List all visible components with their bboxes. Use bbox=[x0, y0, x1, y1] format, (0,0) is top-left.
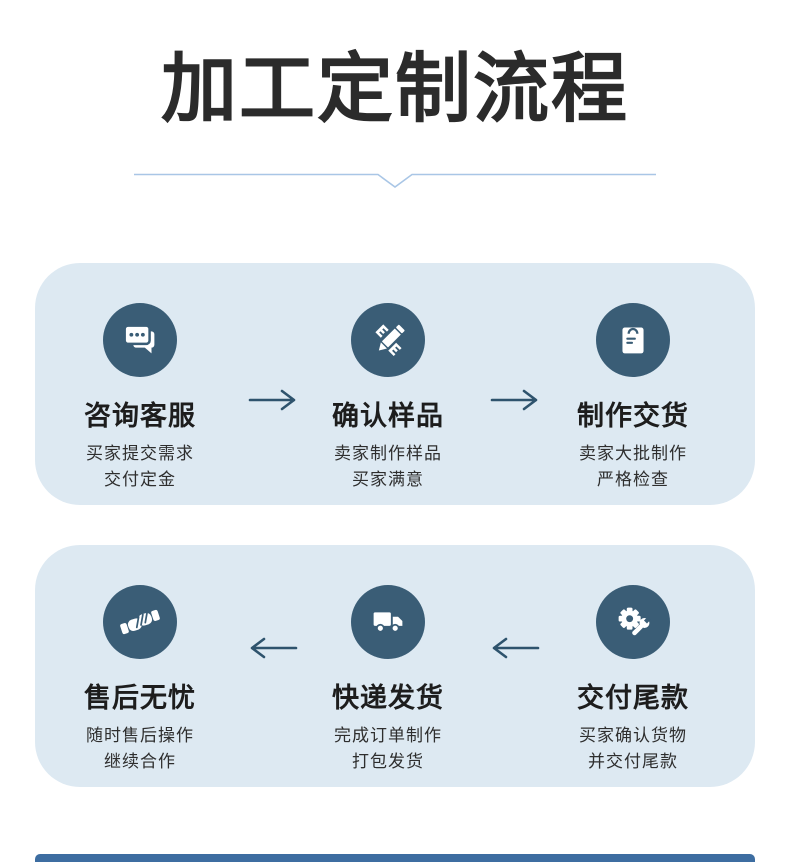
step-production-delivery: 制作交货 卖家大批制作 严格检查 bbox=[528, 263, 738, 493]
step-consult-service: 咨询客服 买家提交需求 交付定金 bbox=[35, 263, 245, 493]
desc-line-1: 随时售后操作 bbox=[86, 726, 194, 745]
step-title: 咨询客服 bbox=[84, 401, 196, 431]
step-description: 完成订单制作 打包发货 bbox=[283, 723, 493, 775]
arrow-right-icon bbox=[490, 387, 540, 413]
step-express-shipping: 快递发货 完成订单制作 打包发货 bbox=[283, 545, 493, 775]
arrow-left-icon bbox=[248, 635, 298, 661]
pencil-ruler-icon bbox=[375, 324, 405, 356]
desc-line-2: 继续合作 bbox=[104, 752, 176, 771]
step-title: 制作交货 bbox=[577, 401, 689, 431]
step-description: 卖家制作样品 买家满意 bbox=[283, 441, 493, 493]
step-after-sales: 售后无忧 随时售后操作 继续合作 bbox=[35, 545, 245, 775]
desc-line-1: 卖家制作样品 bbox=[334, 444, 442, 463]
step-icon-circle bbox=[596, 303, 670, 377]
step-title: 交付尾款 bbox=[577, 683, 689, 713]
page-title: 加工定制流程 bbox=[161, 47, 629, 132]
step-title: 快递发货 bbox=[332, 683, 444, 713]
arrow-right-icon bbox=[248, 387, 298, 413]
process-panel-ordering: 咨询客服 买家提交需求 交付定金 bbox=[35, 263, 755, 505]
divider-chevron-down bbox=[133, 173, 657, 191]
arrow-left-icon bbox=[490, 635, 540, 661]
gear-wrench-icon bbox=[618, 607, 651, 636]
step-title: 售后无忧 bbox=[84, 683, 196, 713]
step-title: 确认样品 bbox=[332, 401, 444, 431]
desc-line-1: 买家确认货物 bbox=[579, 726, 687, 745]
step-description: 卖家大批制作 严格检查 bbox=[528, 441, 738, 493]
step-confirm-sample: 确认样品 卖家制作样品 买家满意 bbox=[283, 263, 493, 493]
step-icon-circle bbox=[596, 585, 670, 659]
desc-line-2: 并交付尾款 bbox=[588, 752, 678, 771]
handshake-icon bbox=[120, 609, 160, 635]
chat-bubbles-icon bbox=[123, 324, 155, 354]
process-panel-delivery: 售后无忧 随时售后操作 继续合作 快递发货 完成订单制作 打包发货 bbox=[35, 545, 755, 787]
step-description: 买家提交需求 交付定金 bbox=[35, 441, 245, 493]
step-pay-balance: 交付尾款 买家确认货物 并交付尾款 bbox=[528, 545, 738, 775]
step-description: 买家确认货物 并交付尾款 bbox=[528, 723, 738, 775]
desc-line-2: 打包发货 bbox=[352, 752, 424, 771]
desc-line-2: 买家满意 bbox=[352, 470, 424, 489]
desc-line-2: 严格检查 bbox=[597, 470, 669, 489]
desc-line-1: 完成订单制作 bbox=[334, 726, 442, 745]
clipboard-icon bbox=[622, 327, 644, 354]
step-icon-circle bbox=[351, 585, 425, 659]
desc-line-2: 交付定金 bbox=[104, 470, 176, 489]
step-icon-circle bbox=[103, 585, 177, 659]
step-description: 随时售后操作 继续合作 bbox=[35, 723, 245, 775]
next-section-top-bar bbox=[35, 854, 755, 862]
step-icon-circle bbox=[103, 303, 177, 377]
desc-line-1: 卖家大批制作 bbox=[579, 444, 687, 463]
truck-icon bbox=[373, 612, 403, 633]
step-icon-circle bbox=[351, 303, 425, 377]
desc-line-1: 买家提交需求 bbox=[86, 444, 194, 463]
